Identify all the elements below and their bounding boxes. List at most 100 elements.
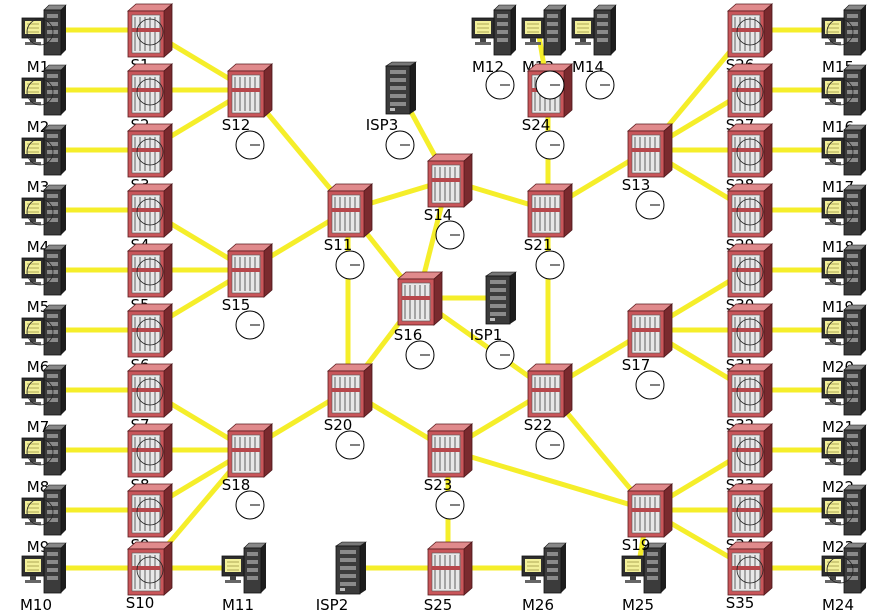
switch-node-s3[interactable]: S3	[126, 123, 174, 194]
host-node-m25[interactable]: M25	[621, 542, 667, 614]
switch-node-s5[interactable]: S5	[126, 243, 174, 314]
clock-icon	[335, 250, 365, 280]
switch-node-s13[interactable]: S13	[622, 123, 674, 194]
node-label: M24	[822, 596, 854, 614]
node-label: M10	[20, 596, 52, 614]
switch-node-s2[interactable]: S2	[126, 63, 174, 134]
port-indicator-icon	[826, 438, 854, 466]
switch-icon	[126, 541, 174, 596]
host-node-m17[interactable]: M17	[821, 124, 867, 196]
host-node-m12[interactable]: M12	[471, 4, 517, 76]
switch-node-s12[interactable]: S12	[222, 63, 274, 134]
switch-node-s26[interactable]: S26	[726, 3, 774, 74]
switch-node-s28[interactable]: S28	[726, 123, 774, 194]
switch-node-s1[interactable]: S1	[126, 3, 174, 74]
switch-node-s17[interactable]: S17	[622, 303, 674, 374]
switch-node-s21[interactable]: S21	[524, 183, 574, 254]
port-indicator-icon	[136, 556, 164, 584]
port-indicator-icon	[736, 138, 764, 166]
node-label: S35	[726, 594, 755, 612]
host-node-m11[interactable]: M11	[221, 542, 267, 614]
host-node-m7[interactable]: M7	[21, 364, 67, 436]
host-node-m3[interactable]: M3	[21, 124, 67, 196]
switch-icon	[726, 243, 774, 298]
switch-icon	[226, 63, 274, 118]
workstation-icon	[21, 364, 67, 416]
switch-node-s31[interactable]: S31	[726, 303, 774, 374]
host-node-m10[interactable]: M10	[20, 542, 67, 614]
clock-icon	[535, 130, 565, 160]
switch-node-s35[interactable]: S35	[726, 541, 774, 612]
switch-node-s27[interactable]: S27	[726, 63, 774, 134]
port-indicator-icon	[736, 198, 764, 226]
switch-icon	[726, 423, 774, 478]
port-indicator-icon	[136, 138, 164, 166]
host-node-m24[interactable]: M24	[821, 542, 867, 614]
switch-node-s4[interactable]: S4	[126, 183, 174, 254]
switch-node-s10[interactable]: S10	[126, 541, 174, 612]
switch-icon	[726, 363, 774, 418]
clock-icon	[235, 490, 265, 520]
switch-node-s11[interactable]: S11	[324, 183, 374, 254]
switch-icon	[526, 183, 574, 238]
node-label: S13	[622, 176, 651, 194]
port-indicator-icon	[136, 18, 164, 46]
workstation-icon	[21, 124, 67, 176]
clock-icon	[385, 130, 415, 160]
switch-node-s7[interactable]: S7	[126, 363, 174, 434]
switch-node-s20[interactable]: S20	[324, 363, 374, 434]
switch-node-s9[interactable]: S9	[126, 483, 174, 554]
switch-node-s14[interactable]: S14	[424, 153, 474, 224]
node-label: S24	[522, 116, 551, 134]
switch-icon	[726, 483, 774, 538]
switch-node-s8[interactable]: S8	[126, 423, 174, 494]
port-indicator-icon	[26, 258, 54, 286]
switch-node-s32[interactable]: S32	[726, 363, 774, 434]
host-node-m22[interactable]: M22	[821, 424, 867, 496]
switch-icon	[726, 183, 774, 238]
server-node-isp3[interactable]: ISP3	[366, 61, 417, 134]
node-label: S11	[324, 236, 353, 254]
server-node-isp1[interactable]: ISP1	[470, 271, 517, 344]
host-node-m16[interactable]: M16	[821, 64, 867, 136]
switch-node-s23[interactable]: S23	[424, 423, 474, 494]
server-node-isp2[interactable]: ISP2	[316, 541, 367, 614]
clock-icon	[435, 220, 465, 250]
switch-node-s18[interactable]: S18	[222, 423, 274, 494]
switch-node-s15[interactable]: S15	[222, 243, 274, 314]
workstation-icon	[821, 124, 867, 176]
workstation-icon	[21, 64, 67, 116]
workstation-icon	[821, 542, 867, 594]
node-label: ISP3	[366, 116, 399, 134]
host-node-m20[interactable]: M20	[821, 304, 867, 376]
host-node-m18[interactable]: M18	[821, 184, 867, 256]
switch-node-s25[interactable]: S25	[424, 541, 474, 614]
server-icon	[385, 61, 417, 115]
switch-node-s6[interactable]: S6	[126, 303, 174, 374]
port-indicator-icon	[136, 78, 164, 106]
node-label: M11	[222, 596, 254, 614]
host-node-m5[interactable]: M5	[21, 244, 67, 316]
node-label: S10	[126, 594, 155, 612]
host-node-m23[interactable]: M23	[821, 484, 867, 556]
switch-node-s29[interactable]: S29	[726, 183, 774, 254]
host-node-m14[interactable]: M14	[571, 4, 617, 76]
workstation-icon	[21, 244, 67, 296]
port-indicator-icon	[26, 138, 54, 166]
port-indicator-icon	[26, 318, 54, 346]
switch-node-s19[interactable]: S19	[622, 483, 674, 554]
workstation-icon	[821, 4, 867, 56]
switch-icon	[426, 153, 474, 208]
host-node-m26[interactable]: M26	[521, 542, 567, 614]
host-node-m2[interactable]: M2	[21, 64, 67, 136]
switch-node-s33[interactable]: S33	[726, 423, 774, 494]
clock-icon	[335, 430, 365, 460]
workstation-icon	[821, 244, 867, 296]
switch-node-s16[interactable]: S16	[394, 271, 444, 344]
switch-node-s22[interactable]: S22	[524, 363, 574, 434]
host-node-m1[interactable]: M1	[21, 4, 67, 76]
node-label: S21	[524, 236, 553, 254]
switch-node-s30[interactable]: S30	[726, 243, 774, 314]
host-node-m19[interactable]: M19	[821, 244, 867, 316]
